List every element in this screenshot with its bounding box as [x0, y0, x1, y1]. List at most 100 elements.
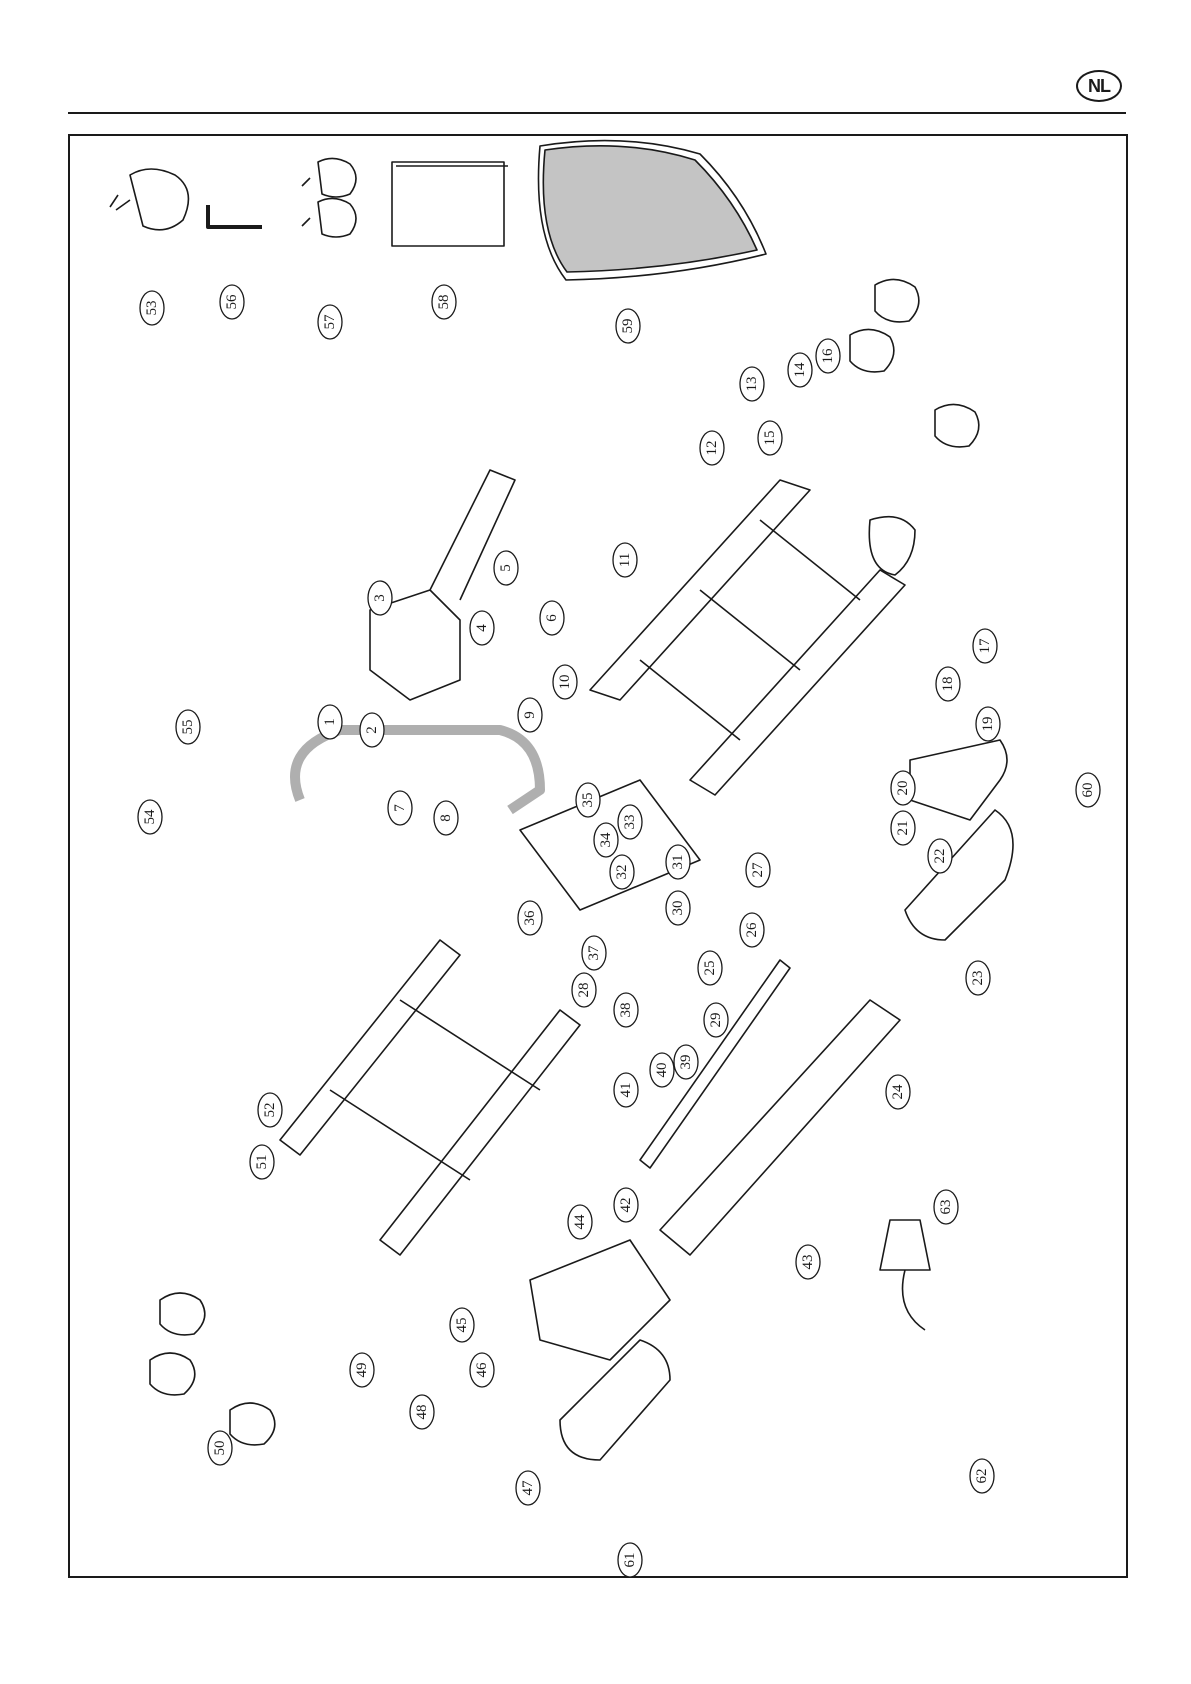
callout-49: 49: [350, 1353, 374, 1387]
callout-41: 41: [614, 1073, 638, 1107]
callout-number: 62: [974, 1469, 990, 1484]
callout-number: 7: [392, 804, 408, 812]
left-crossbar: [330, 1000, 540, 1180]
callout-layer: 1234567891011121314151617181920212223242…: [138, 285, 1100, 1577]
callout-number: 35: [580, 793, 596, 808]
callout-number: 57: [322, 314, 338, 330]
left-rail-bottom: [380, 1010, 580, 1255]
light-unit-left: [560, 1340, 670, 1460]
callout-22: 22: [928, 839, 952, 873]
callout-number: 9: [522, 711, 538, 719]
callout-number: 10: [557, 675, 573, 690]
tow-coupling: [370, 470, 515, 700]
callout-number: 47: [520, 1480, 536, 1496]
callout-number: 17: [977, 638, 993, 654]
callout-4: 4: [470, 611, 494, 645]
handle-bar: [295, 730, 540, 810]
callout-number: 32: [614, 865, 630, 880]
callout-30: 30: [666, 891, 690, 925]
callout-number: 40: [654, 1063, 670, 1078]
right-rail-bottom: [690, 570, 905, 795]
callout-number: 26: [744, 922, 760, 938]
callout-number: 34: [598, 832, 614, 848]
callout-number: 27: [750, 862, 766, 878]
callout-58: 58: [432, 285, 456, 319]
callout-number: 50: [212, 1441, 228, 1456]
callout-18: 18: [936, 667, 960, 701]
top-strap-c: [935, 404, 979, 446]
callout-26: 26: [740, 913, 764, 947]
callout-number: 36: [522, 910, 538, 926]
callout-number: 25: [702, 961, 718, 976]
callout-54: 54: [138, 800, 162, 834]
callout-number: 33: [622, 815, 638, 830]
callout-number: 39: [678, 1055, 694, 1070]
callout-57: 57: [318, 305, 342, 339]
callout-number: 8: [438, 814, 454, 822]
light-bracket-left: [530, 1240, 670, 1360]
license-plate-holder: [660, 1000, 900, 1255]
callout-number: 1: [322, 718, 338, 726]
strap-part-53: [110, 169, 188, 230]
callout-number: 22: [932, 849, 948, 864]
callout-5: 5: [494, 551, 518, 585]
callout-21: 21: [891, 811, 915, 845]
callout-number: 52: [262, 1103, 278, 1118]
callout-number: 24: [890, 1084, 906, 1100]
storage-bag: [543, 146, 757, 272]
callout-number: 16: [820, 348, 836, 364]
callout-number: 60: [1080, 783, 1096, 798]
callout-number: 4: [474, 624, 490, 632]
callout-59: 59: [616, 309, 640, 343]
callout-46: 46: [470, 1353, 494, 1387]
callout-34: 34: [594, 823, 618, 857]
callout-number: 58: [436, 295, 452, 310]
callout-number: 12: [704, 441, 720, 456]
callout-20: 20: [891, 771, 915, 805]
callout-number: 21: [895, 821, 911, 836]
callout-number: 53: [144, 301, 160, 316]
callout-number: 31: [670, 855, 686, 870]
callout-60: 60: [1076, 773, 1100, 807]
callout-38: 38: [614, 993, 638, 1027]
callout-14: 14: [788, 353, 812, 387]
callout-63: 63: [934, 1190, 958, 1224]
callout-number: 38: [618, 1003, 634, 1018]
callout-number: 45: [454, 1318, 470, 1333]
callout-number: 19: [980, 717, 996, 732]
callout-24: 24: [886, 1075, 910, 1109]
callout-9: 9: [518, 698, 542, 732]
callout-45: 45: [450, 1308, 474, 1342]
callout-61: 61: [618, 1543, 642, 1577]
callout-number: 54: [142, 809, 158, 825]
callout-6: 6: [540, 601, 564, 635]
callout-40: 40: [650, 1053, 674, 1087]
callout-number: 3: [372, 594, 388, 602]
left-strap-c: [230, 1403, 275, 1445]
trailer-plug: [880, 1220, 930, 1330]
callout-31: 31: [666, 845, 690, 879]
strap-part-57b: [302, 198, 356, 237]
callout-number: 2: [364, 726, 380, 734]
callout-23: 23: [966, 961, 990, 995]
light-bracket-right: [910, 740, 1007, 820]
callout-number: 15: [762, 431, 778, 446]
callout-15: 15: [758, 421, 782, 455]
callout-27: 27: [746, 853, 770, 887]
callout-number: 46: [474, 1362, 490, 1378]
callout-number: 20: [895, 781, 911, 796]
callout-44: 44: [568, 1205, 592, 1239]
callout-number: 11: [617, 553, 633, 567]
callout-53: 53: [140, 291, 164, 325]
callout-number: 14: [792, 362, 808, 378]
callout-2: 2: [360, 713, 384, 747]
callout-37: 37: [582, 936, 606, 970]
left-strap-b: [150, 1353, 195, 1395]
callout-number: 23: [970, 971, 986, 986]
callout-number: 13: [744, 377, 760, 392]
callout-number: 56: [224, 294, 240, 310]
callout-55: 55: [176, 710, 200, 744]
callout-number: 51: [254, 1155, 270, 1170]
top-strap-a: [875, 279, 919, 321]
callout-number: 28: [576, 983, 592, 998]
